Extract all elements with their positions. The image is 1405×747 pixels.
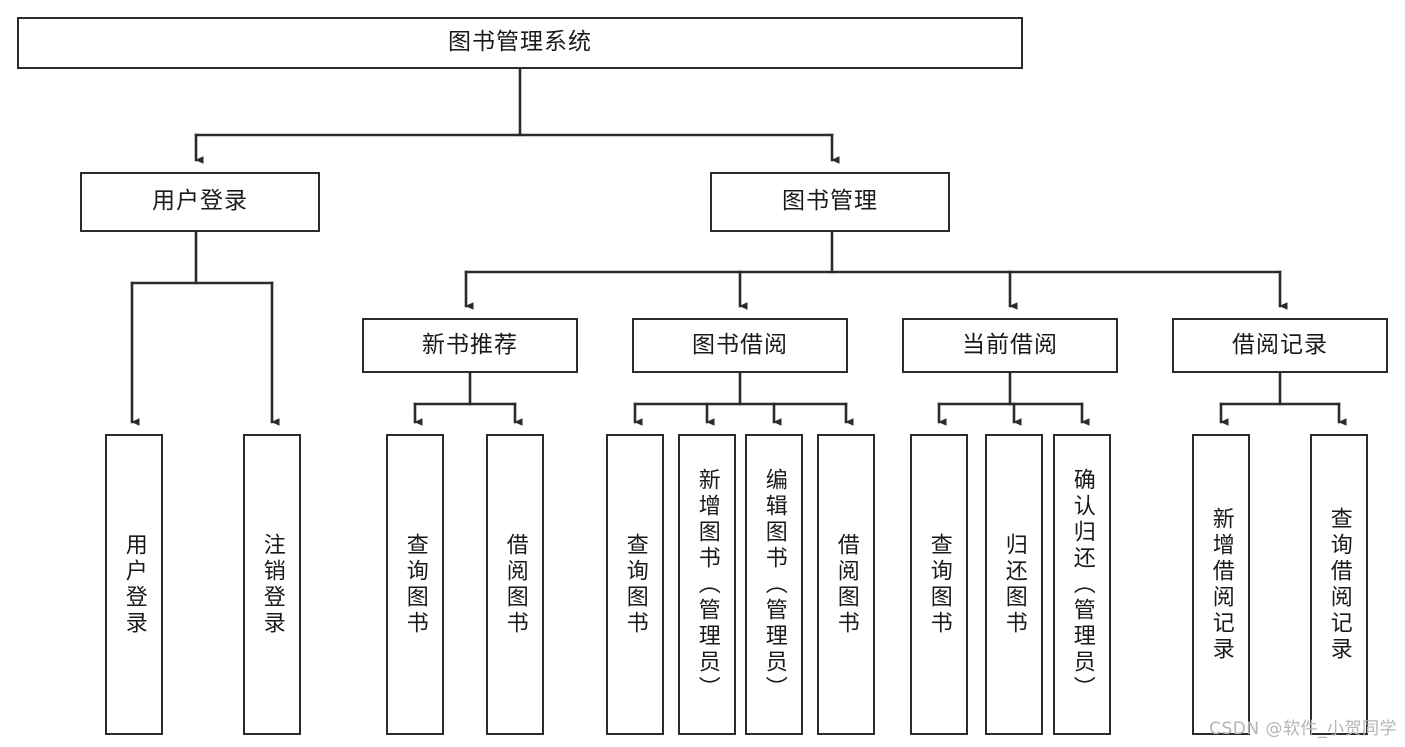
node-label: 归还图书 [1001,532,1027,637]
node-label: 借阅记录 [1232,331,1328,358]
node-label: 查询图书 [622,532,648,637]
node-label: 用户登录 [121,532,147,637]
node-label: 新书推荐 [422,331,518,358]
node-leaf-query-book-current[interactable]: 查询图书 [910,434,968,735]
node-leaf-borrow-book-recommend[interactable]: 借阅图书 [486,434,544,735]
node-leaf-user-login[interactable]: 用户登录 [105,434,163,735]
node-book-management[interactable]: 图书管理 [710,172,950,232]
node-label: 新增图书（管理员） [694,467,720,702]
node-borrow-records[interactable]: 借阅记录 [1172,318,1388,373]
node-leaf-borrow-book[interactable]: 借阅图书 [817,434,875,735]
node-leaf-return-book[interactable]: 归还图书 [985,434,1043,735]
node-leaf-logout[interactable]: 注销登录 [243,434,301,735]
node-label: 注销登录 [259,532,285,637]
node-leaf-confirm-return[interactable]: 确认归还（管理员） [1053,434,1111,735]
node-label: 新增借阅记录 [1208,506,1234,663]
node-root-book-management-system[interactable]: 图书管理系统 [17,17,1023,69]
node-label: 编辑图书（管理员） [761,467,787,702]
node-label: 借阅图书 [502,532,528,637]
node-leaf-edit-book[interactable]: 编辑图书（管理员） [745,434,803,735]
node-label: 查询图书 [402,532,428,637]
node-label: 查询图书 [926,532,952,637]
node-book-borrow[interactable]: 图书借阅 [632,318,848,373]
watermark-text: CSDN @软件_小贺同学 [1209,719,1397,739]
node-user-login[interactable]: 用户登录 [80,172,320,232]
node-label: 当前借阅 [962,331,1058,358]
node-label: 查询借阅记录 [1326,506,1352,663]
node-label: 图书管理 [782,188,878,215]
node-label: 确认归还（管理员） [1069,467,1095,702]
node-label: 用户登录 [152,188,248,215]
node-leaf-query-borrow-record[interactable]: 查询借阅记录 [1310,434,1368,735]
node-label: 图书管理系统 [448,29,592,56]
node-leaf-query-book-borrow[interactable]: 查询图书 [606,434,664,735]
node-leaf-add-book[interactable]: 新增图书（管理员） [678,434,736,735]
node-current-borrow[interactable]: 当前借阅 [902,318,1118,373]
node-new-book-recommend[interactable]: 新书推荐 [362,318,578,373]
node-leaf-query-book-recommend[interactable]: 查询图书 [386,434,444,735]
node-leaf-add-borrow-record[interactable]: 新增借阅记录 [1192,434,1250,735]
node-label: 借阅图书 [833,532,859,637]
node-label: 图书借阅 [692,331,788,358]
